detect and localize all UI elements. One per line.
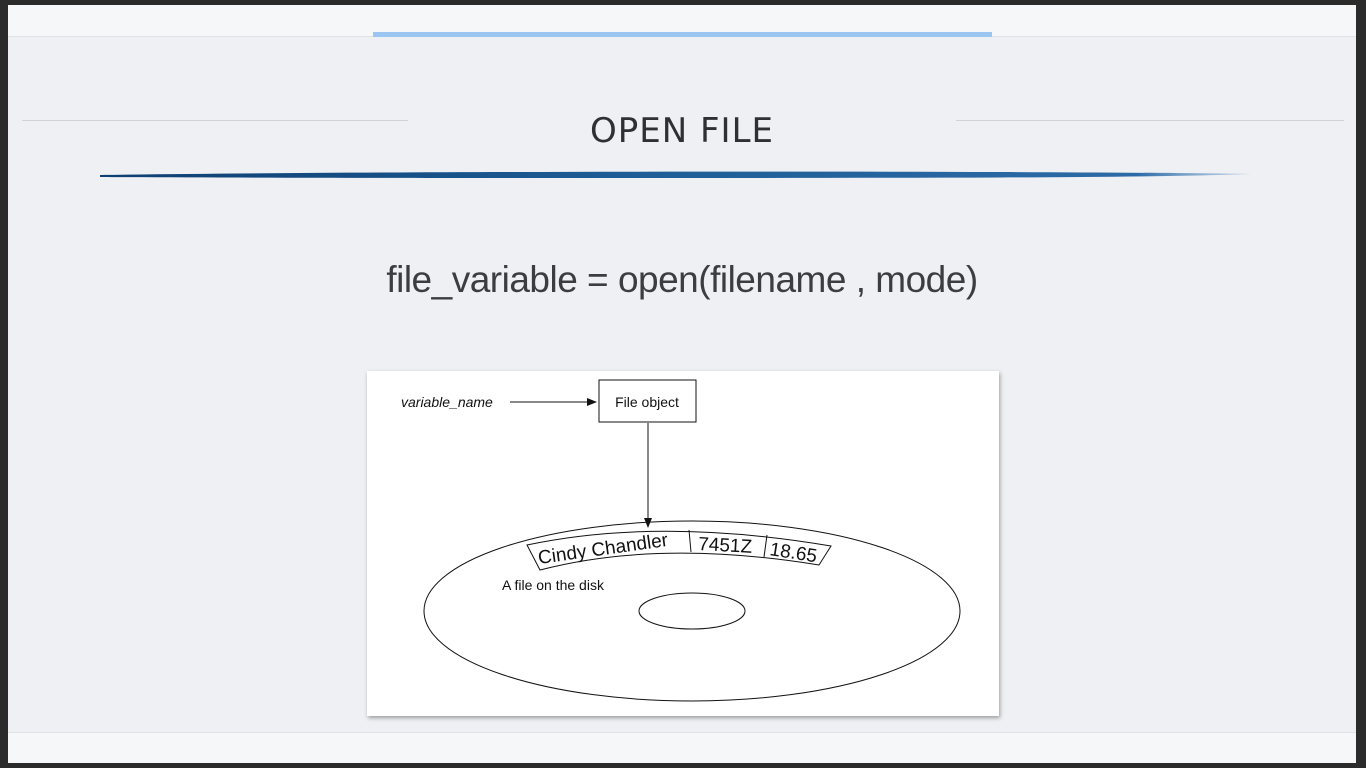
record-divider-1 [688, 529, 692, 553]
open-syntax-formula: file_variable = open(filename , mode) [386, 259, 978, 300]
slide-bottom-band [8, 732, 1356, 763]
file-object-box [598, 379, 697, 423]
record-divider-2 [763, 534, 768, 558]
file-object-label: File object [615, 394, 679, 410]
slide-title: OPEN FILE [590, 111, 774, 151]
variable-name-label: variable_name [401, 394, 493, 410]
accent-bar [373, 32, 992, 37]
title-brush-stroke [100, 171, 1252, 179]
diagram-svg: variable_name File object Cindy Chandler… [401, 379, 961, 702]
disk-inner-ellipse [638, 592, 746, 630]
disk-caption: A file on the disk [502, 577, 605, 593]
title-rule-left [22, 120, 408, 121]
title-rule-right [956, 120, 1344, 121]
file-object-diagram: variable_name File object Cindy Chandler… [367, 371, 999, 716]
record-field-id: 7451Z [698, 534, 753, 558]
disk-outer-ellipse [423, 520, 961, 702]
record-strip [526, 530, 832, 571]
slide: OPEN FILE file_variable = open(filename … [8, 5, 1356, 763]
